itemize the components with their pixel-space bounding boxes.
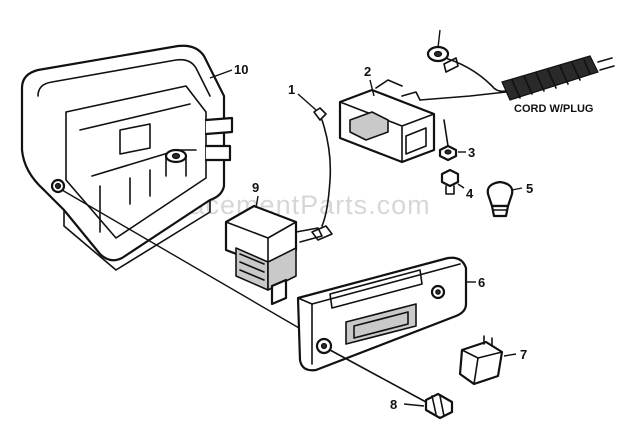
callout-8: 8: [390, 397, 397, 412]
part-9-switch-block: [224, 204, 323, 306]
part-7-lens: [458, 335, 517, 386]
part-10-housing: [20, 44, 331, 347]
callout-6: 6: [478, 275, 485, 290]
cord-label: CORD W/PLUG: [514, 103, 593, 115]
part-4-screw: [440, 168, 465, 195]
terminal-ring: [426, 29, 450, 63]
callout-10: 10: [234, 62, 248, 77]
callout-2: 2: [364, 64, 371, 79]
callout-4: 4: [466, 186, 474, 201]
leader-10: [209, 69, 233, 79]
part-5-lamp: [486, 180, 523, 218]
part-1-wire-lead: [297, 93, 333, 241]
part-3-nut: [438, 119, 466, 162]
part-8-screw: [329, 349, 454, 420]
callout-1: 1: [288, 82, 295, 97]
callout-9: 9: [252, 180, 259, 195]
cord-with-plug: CORD W/PLUG: [419, 55, 615, 115]
callout-3: 3: [468, 145, 475, 160]
part-2-receptacle: [338, 79, 436, 164]
leader-9: [255, 195, 259, 209]
part-6-faceplate: [296, 256, 476, 372]
callout-5: 5: [526, 181, 533, 196]
callout-7: 7: [520, 347, 527, 362]
